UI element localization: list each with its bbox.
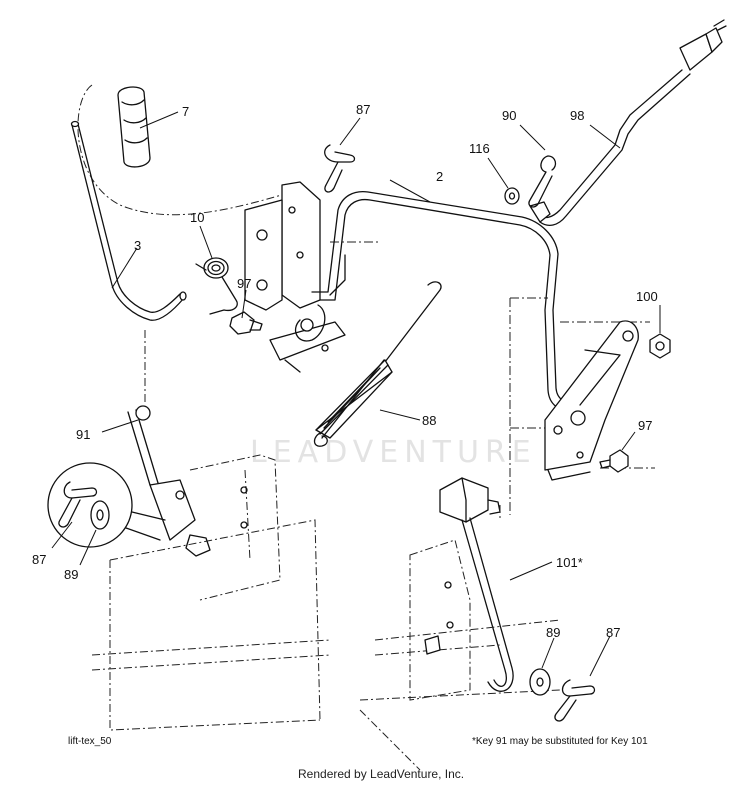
rendered-by-footer: Rendered by LeadVenture, Inc. — [298, 767, 464, 781]
watermark: LEADVENTURE — [250, 435, 537, 470]
callout-100: 100 — [636, 289, 658, 304]
right-lift-arm-bracket — [544, 320, 639, 481]
callout-88: 88 — [422, 413, 436, 428]
rod-part-98[interactable] — [529, 19, 727, 227]
callout-89-bottom: 89 — [546, 625, 560, 640]
lift-link-part-91[interactable] — [127, 405, 211, 557]
torsion-spring-part-10[interactable] — [195, 257, 238, 315]
callout-97-right: 97 — [638, 418, 652, 433]
callout-98: 98 — [570, 108, 584, 123]
deck-mount-plate-right — [359, 539, 561, 771]
callout-87-circle: 87 — [32, 552, 46, 567]
flange-nut-part-97-left[interactable] — [229, 311, 263, 335]
callout-2: 2 — [436, 169, 443, 184]
footnote: *Key 91 may be substituted for Key 101 — [472, 736, 648, 747]
leader-lines — [51, 111, 661, 677]
deck-mount-plate-left — [91, 454, 331, 731]
lift-link-part-101[interactable] — [439, 477, 514, 692]
callout-87-top: 87 — [356, 102, 370, 117]
callout-90: 90 — [502, 108, 516, 123]
lift-lever-part-3[interactable] — [70, 120, 187, 321]
hairpin-clip-part-87-top[interactable] — [324, 144, 356, 193]
extension-spring-part-88[interactable] — [313, 281, 442, 447]
mounting-bracket — [244, 181, 346, 373]
washer-part-89-bottom[interactable] — [529, 668, 551, 696]
hairpin-clip-part-87-bottom[interactable] — [554, 679, 596, 722]
lift-shaft-part-2[interactable] — [311, 190, 577, 411]
callout-116: 116 — [469, 141, 490, 156]
callout-10: 10 — [190, 210, 204, 225]
callout-91: 91 — [76, 427, 90, 442]
callout-101: 101* — [556, 555, 583, 570]
callout-7: 7 — [182, 104, 189, 119]
hand-grip-part-7[interactable] — [117, 86, 151, 168]
flange-bolt-part-97-right[interactable] — [599, 449, 629, 473]
callout-3: 3 — [134, 238, 141, 253]
washer-part-116[interactable] — [504, 187, 520, 205]
callout-87-bottom: 87 — [606, 625, 620, 640]
callout-89-circle: 89 — [64, 567, 78, 582]
nut-part-100[interactable] — [649, 333, 671, 359]
diagram-code: lift-tex_50 — [68, 736, 112, 747]
hairpin-clip-part-90[interactable] — [528, 155, 557, 208]
callout-97-left: 97 — [237, 276, 251, 291]
handle-ghost-arc — [77, 84, 301, 216]
